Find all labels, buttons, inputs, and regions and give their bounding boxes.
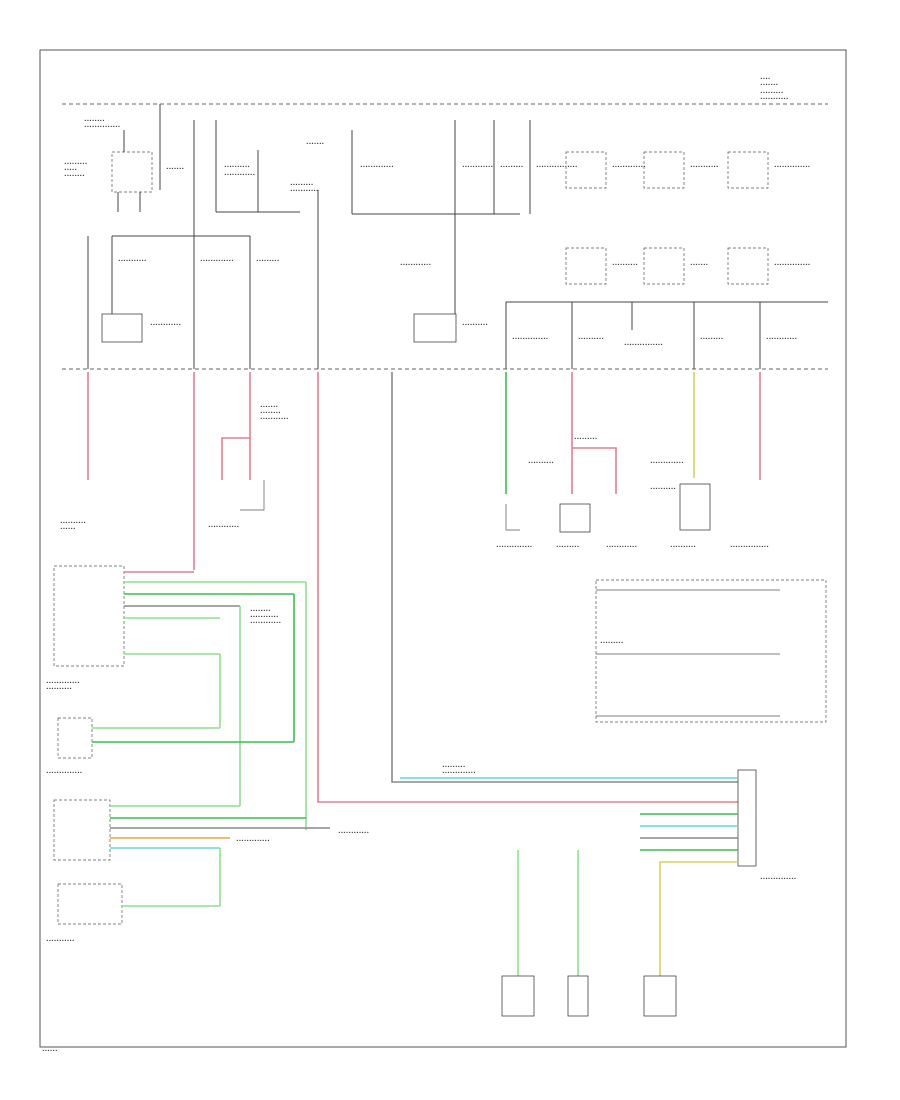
label-l59: •••••••••••••• bbox=[46, 771, 82, 776]
label-l27: ••••••••••••• bbox=[200, 259, 234, 264]
label-l03: ••••••••• bbox=[760, 91, 783, 96]
relay-box-8 bbox=[413, 313, 457, 343]
label-l15: ••••••••••• bbox=[290, 189, 319, 194]
relay-box-4 bbox=[565, 247, 607, 285]
label-l41: •••••• bbox=[60, 527, 76, 532]
label-l60: •••••••••••• bbox=[338, 831, 369, 836]
label-l05: •••••••• bbox=[84, 119, 105, 124]
label-l49: •••••••••••••• bbox=[496, 545, 532, 550]
label-l40: •••••••••• bbox=[60, 521, 86, 526]
label-l11: •••••••••• bbox=[224, 165, 250, 170]
label-l34: ••••••••••••••• bbox=[624, 343, 663, 348]
label-l44: ••••••••••••• bbox=[442, 771, 476, 776]
label-l62: ••••••••••• bbox=[46, 939, 75, 944]
label-l55: ••••••••••• bbox=[250, 615, 279, 620]
relay-box-3 bbox=[727, 151, 769, 189]
bottom-left-box bbox=[57, 883, 123, 925]
label-l61: ••••••••••••• bbox=[236, 839, 270, 844]
module-connector bbox=[737, 769, 757, 867]
label-l39: ••••••••••• bbox=[260, 417, 289, 422]
label-l20: ••••••••••••• bbox=[612, 165, 646, 170]
label-l50: ••••••••• bbox=[556, 545, 579, 550]
label-l14: ••••••••• bbox=[290, 183, 313, 188]
wire-pink bbox=[572, 447, 617, 494]
label-l10: ••••••• bbox=[166, 167, 184, 172]
label-l36: •••••••••••• bbox=[766, 337, 797, 342]
label-l26: •••••••••••• bbox=[150, 323, 181, 328]
label-l53: ••••••••••••••• bbox=[730, 545, 769, 550]
label-l19: •••••••••••••••• bbox=[536, 165, 577, 170]
label-l08: ••••• bbox=[64, 168, 77, 173]
label-l30: •••••••••• bbox=[462, 323, 488, 328]
relay-box-2 bbox=[643, 151, 685, 189]
label-l28: ••••••••• bbox=[256, 259, 279, 264]
label-l54: •••••••• bbox=[250, 609, 271, 614]
label-l16: ••••••••••••• bbox=[360, 165, 394, 170]
wire-pink bbox=[221, 372, 251, 480]
label-l52: •••••••••• bbox=[670, 545, 696, 550]
label-l02: ••••••• bbox=[760, 83, 778, 88]
label-l24: ••••••• bbox=[690, 263, 708, 268]
label-l18: ••••••••• bbox=[500, 165, 523, 170]
label-l51: •••••••••••• bbox=[606, 545, 637, 550]
label-l04: ••••••••••• bbox=[760, 97, 789, 102]
label-l43: ••••••••• bbox=[442, 765, 465, 770]
label-l31: •••••••••••• bbox=[400, 263, 431, 268]
relay-box-1 bbox=[565, 151, 607, 189]
label-l25: •••••••••••••• bbox=[774, 263, 810, 268]
label-l38: •••••••• bbox=[260, 411, 281, 416]
label-l63: ••••••••• bbox=[600, 641, 623, 646]
figure-id-label: •••••• bbox=[42, 1049, 58, 1054]
label-l42: •••••••••••• bbox=[208, 525, 239, 530]
wire-yellow bbox=[659, 861, 738, 976]
label-l37: ••••••• bbox=[260, 405, 278, 410]
label-l12: •••••••••••• bbox=[224, 173, 255, 178]
wire-gray bbox=[391, 372, 738, 783]
label-l07: ••••••••• bbox=[64, 162, 87, 167]
label-l29: ••••••••••• bbox=[118, 259, 147, 264]
wire bbox=[505, 504, 520, 531]
label-l32: •••••••••••••• bbox=[512, 337, 548, 342]
component-box-2 bbox=[679, 483, 711, 531]
label-l58: •••••••••• bbox=[46, 687, 72, 692]
label-l56: •••••••••••• bbox=[250, 621, 281, 626]
left-connector-block bbox=[53, 565, 125, 667]
label-l46: ••••••••• bbox=[574, 437, 597, 442]
diagram-frame bbox=[39, 49, 847, 1048]
bottom-component-1 bbox=[501, 975, 535, 1017]
relay-box-5 bbox=[643, 247, 685, 285]
label-l23: •••••••••• bbox=[612, 263, 638, 268]
label-l35: ••••••••• bbox=[700, 337, 723, 342]
label-l57: ••••••••••••• bbox=[46, 681, 80, 686]
wire-pink bbox=[317, 372, 738, 803]
relay-box-7 bbox=[101, 313, 143, 343]
bottom-component-3 bbox=[643, 975, 677, 1017]
label-l06: •••••••••••••• bbox=[84, 125, 120, 130]
component-box-1 bbox=[559, 503, 591, 533]
label-l33: •••••••••• bbox=[578, 337, 604, 342]
label-l17: •••••••••••• bbox=[462, 165, 493, 170]
ignition-relay-box bbox=[111, 151, 153, 193]
label-l21: ••••••••••• bbox=[690, 165, 719, 170]
switch-box bbox=[57, 717, 93, 759]
lower-connector-block bbox=[53, 799, 111, 861]
relay-box-6 bbox=[727, 247, 769, 285]
label-l13: ••••••• bbox=[306, 142, 324, 147]
label-l01: •••• bbox=[760, 77, 770, 82]
right-module-dashed bbox=[595, 579, 827, 723]
label-l09: •••••••• bbox=[64, 174, 85, 179]
label-l22: •••••••••••••• bbox=[774, 165, 810, 170]
label-l64: •••••••••••••• bbox=[760, 877, 796, 882]
label-l45: •••••••••• bbox=[528, 461, 554, 466]
bottom-component-2 bbox=[567, 975, 589, 1017]
label-l48: •••••••••• bbox=[650, 487, 676, 492]
wire bbox=[240, 480, 265, 511]
label-l47: ••••••••••••• bbox=[650, 461, 684, 466]
